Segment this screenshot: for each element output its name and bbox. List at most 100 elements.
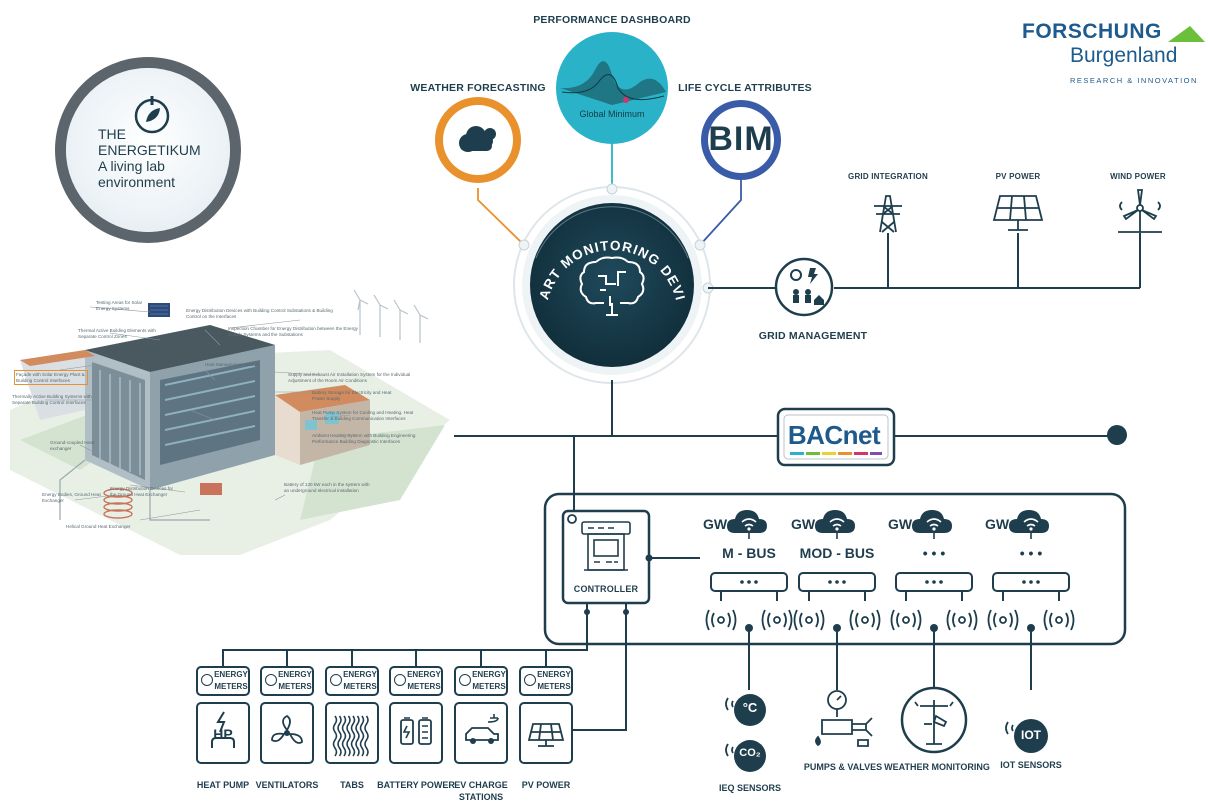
energetikum-line3: A living lab — [98, 158, 165, 174]
bus-protocol-label: MOD - BUS — [799, 545, 875, 561]
antenna-signal-icon — [761, 609, 793, 631]
ieq-sensors-label: IEQ SENSORS — [718, 783, 782, 793]
cloud-wifi-icon — [1009, 510, 1049, 539]
antenna-signal-icon — [793, 609, 825, 631]
meter-gauge-icon — [459, 674, 471, 686]
cloud-wifi-icon — [912, 510, 952, 539]
bacnet-bus — [454, 407, 1127, 467]
performance-dashboard-circle — [556, 32, 668, 144]
gateway-label: GW — [791, 516, 816, 532]
grid-people-icon — [790, 268, 824, 305]
energetikum-line1: THE — [98, 126, 126, 142]
device-box — [325, 702, 379, 764]
antenna-signal-icon — [890, 609, 922, 631]
heat-pump-icon — [198, 704, 248, 767]
meter-gauge-icon — [330, 674, 342, 686]
device-label: VENTILATORS — [255, 780, 319, 790]
gateway-graphics — [705, 510, 1075, 631]
building-illustration — [10, 289, 450, 555]
antenna-signal-icon — [987, 609, 1019, 631]
sensor-connectors — [748, 628, 1032, 690]
weather-connector — [477, 188, 523, 244]
hp-text: HP — [213, 726, 233, 742]
solar-panel-icon — [992, 195, 1044, 231]
meter-gauge-icon — [524, 674, 536, 686]
controller-meter-connectors — [222, 603, 627, 731]
gateway-label: GW — [703, 516, 728, 532]
surface-plot-icon — [560, 61, 666, 105]
grid-management-label: GRID MANAGEMENT — [758, 330, 868, 342]
fan-icon — [262, 704, 312, 767]
logo-line1: FORSCHUNG — [1022, 20, 1162, 43]
iot-sensors-label: IOT SENSORS — [1000, 760, 1062, 770]
pumps-valves-label: PUMPS & VALVES — [803, 762, 883, 772]
battery-icon — [391, 704, 441, 767]
bacnet-rainbow — [790, 452, 882, 455]
ev-car-icon — [456, 704, 506, 767]
gateway-device-icon — [798, 572, 876, 601]
smart-monitoring-hub — [513, 183, 714, 384]
antenna-signal-icon — [1043, 609, 1075, 631]
cloud-wifi-icon — [727, 510, 767, 539]
device-label: PV POWER — [521, 780, 571, 790]
meter-gauge-icon — [394, 674, 406, 686]
device-box — [519, 702, 573, 764]
cloud-wifi-icon — [815, 510, 855, 539]
device-box — [389, 702, 443, 764]
device-box: HP — [196, 702, 250, 764]
logo-line2: Burgenland — [1070, 44, 1178, 67]
cloud-icon — [459, 126, 496, 152]
co2-label: CO₂ — [739, 747, 761, 759]
grid-integration-label: GRID INTEGRATION — [848, 172, 928, 181]
iot-badge-label: IOT — [1021, 728, 1041, 742]
leaf-plug-icon — [134, 96, 170, 134]
controller-label: CONTROLLER — [573, 584, 639, 594]
bacnet-logo-text: BACnet — [787, 420, 881, 450]
grid-connector — [708, 233, 1141, 289]
device-label: BATTERY POWER — [377, 780, 455, 790]
antenna-signal-icon — [705, 609, 737, 631]
energetikum-text: THE ENERGETIKUM A living lab environment — [98, 126, 201, 190]
device-label: TABS — [340, 780, 364, 790]
weather-monitoring-label: WEATHER MONITORING — [884, 762, 990, 772]
bus-protocol-label: M - BUS — [722, 545, 776, 561]
wind-power-label: WIND POWER — [1110, 172, 1166, 181]
pv-power-grid-label: PV POWER — [995, 172, 1041, 181]
celsius-label: °C — [742, 700, 758, 715]
controller-box — [561, 509, 651, 605]
grid-management-circle — [774, 257, 834, 317]
antenna-signal-icon — [946, 609, 978, 631]
weather-forecasting-circle — [435, 97, 521, 183]
life-cycle-label: LIFE CYCLE ATTRIBUTES — [678, 82, 812, 94]
weather-station-icon — [900, 686, 968, 754]
antenna-signal-icon — [849, 609, 881, 631]
forschung-logo-mark — [1168, 26, 1205, 42]
energetikum-line2: ENERGETIKUM — [98, 142, 201, 158]
iot-sensor-icon — [1005, 719, 1048, 753]
wind-turbine-icon — [1118, 189, 1162, 233]
field-level-frame — [543, 492, 1127, 646]
meter-gauge-icon — [201, 674, 213, 686]
device-box — [260, 702, 314, 764]
transmission-tower-icon — [874, 195, 902, 233]
device-label: HEAT PUMP — [196, 780, 250, 790]
controller-icon — [581, 521, 631, 571]
bim-connector — [699, 180, 742, 246]
bim-circle — [701, 100, 781, 180]
device-box — [454, 702, 508, 764]
ieq-sensor-icons — [725, 694, 766, 772]
energetikum-badge — [55, 57, 241, 243]
performance-dashboard-label: PERFORMANCE DASHBOARD — [533, 14, 691, 26]
logo-line3: RESEARCH & INNOVATION — [1070, 76, 1198, 85]
brain-icon — [579, 256, 645, 316]
